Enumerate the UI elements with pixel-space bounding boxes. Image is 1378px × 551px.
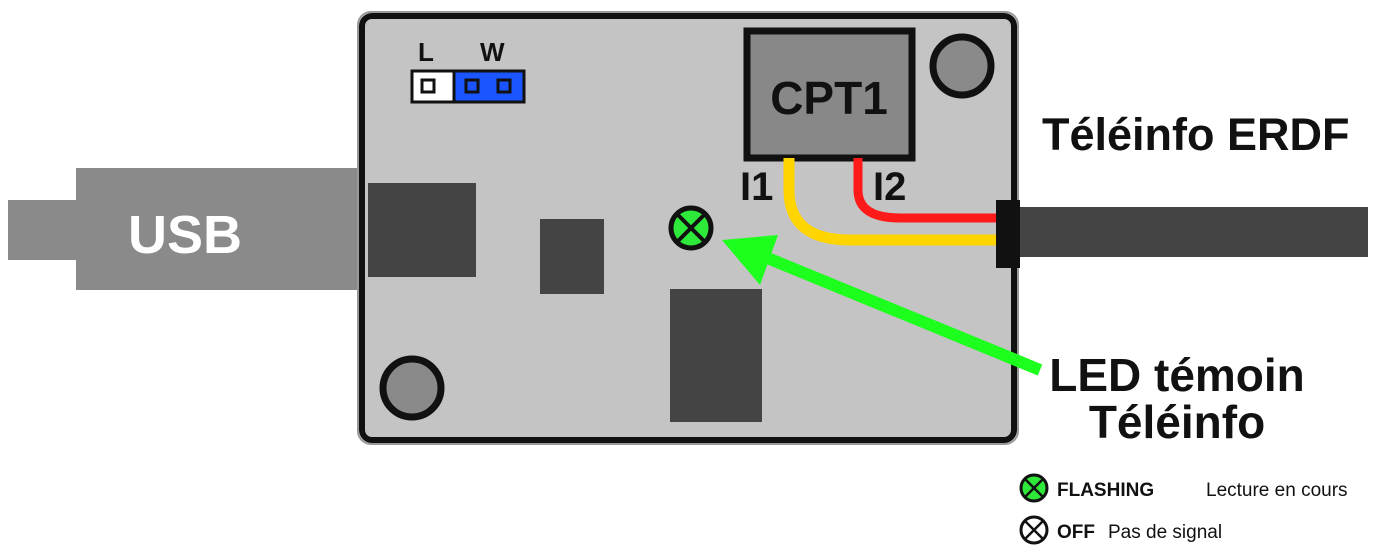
mounting-hole-bottom-left — [379, 355, 445, 421]
legend-item-flashing: FLASHING Lecture en cours — [1019, 473, 1348, 503]
cable-grommet — [996, 200, 1020, 268]
jumper-pin — [464, 78, 480, 94]
mounting-hole-top-right — [929, 33, 995, 99]
led-callout-line1: LED témoin — [1049, 349, 1305, 401]
teleinfo-cable — [1020, 207, 1368, 257]
jumper-label-w: W — [480, 37, 505, 67]
jumper-label-l: L — [418, 37, 434, 67]
legend-description: Lecture en cours — [1206, 480, 1348, 501]
jumper-pin — [420, 78, 436, 94]
wire-i1-yellow — [783, 158, 998, 246]
legend-item-off: OFF Pas de signal — [1019, 515, 1222, 545]
usb-plug — [76, 168, 366, 290]
usb-label: USB — [128, 205, 242, 265]
cpt1-chip — [743, 27, 916, 162]
component-large — [670, 289, 762, 422]
led-callout-line2: Téléinfo — [1089, 396, 1265, 448]
usb-cable — [8, 200, 78, 260]
led-off-icon — [1019, 515, 1049, 545]
wire-i1-label: I1 — [740, 165, 773, 209]
usb-connector — [368, 183, 476, 277]
component-square — [540, 219, 604, 294]
wire-i2-label: I2 — [873, 165, 906, 209]
cpt1-label: CPT1 — [770, 72, 888, 124]
led-arrow — [722, 235, 1043, 376]
teleinfo-label: Téléinfo ERDF — [1042, 109, 1350, 160]
led-indicator — [668, 205, 714, 251]
legend-state: OFF — [1057, 522, 1095, 543]
legend-state: FLASHING — [1057, 480, 1154, 501]
jumper-pin — [496, 78, 512, 94]
led-green-icon — [1019, 473, 1049, 503]
wire-i2-red — [853, 158, 998, 223]
legend-description: Pas de signal — [1108, 522, 1222, 543]
